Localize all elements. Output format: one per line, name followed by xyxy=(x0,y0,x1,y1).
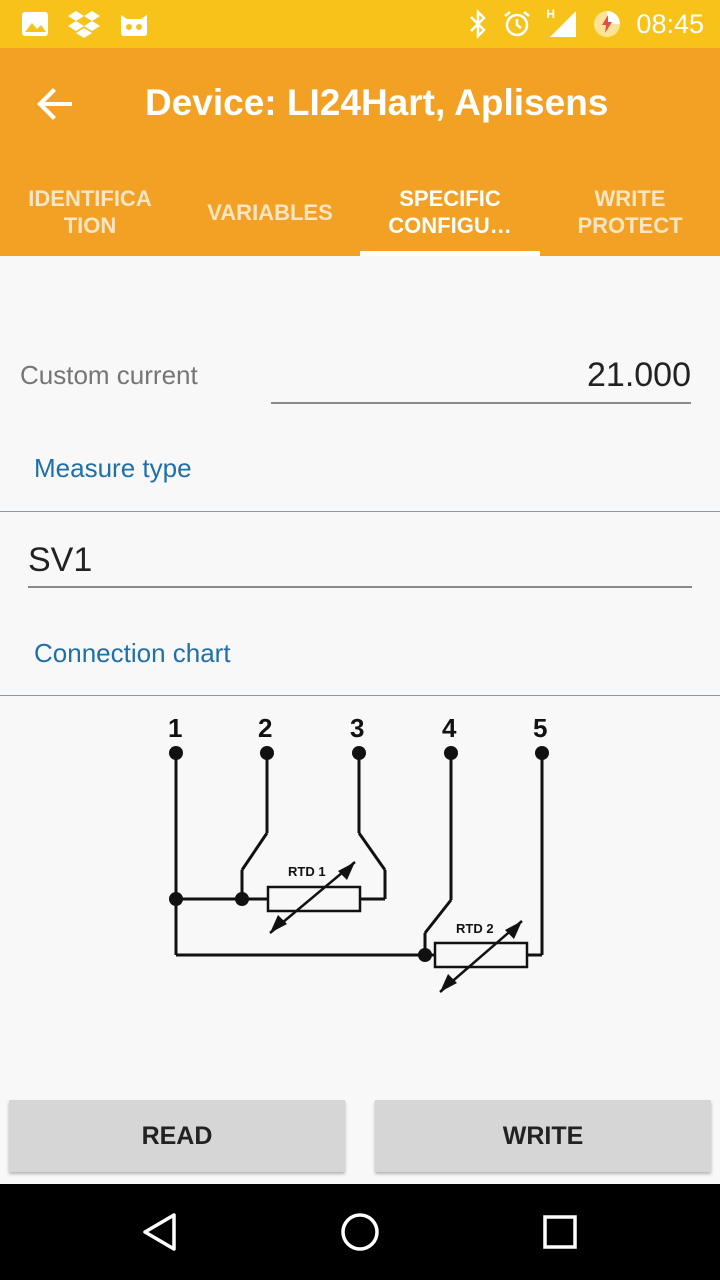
tab-write-protect[interactable]: WRITE PROTECT xyxy=(540,168,720,256)
back-arrow-icon[interactable] xyxy=(32,80,80,128)
cat-icon xyxy=(121,15,147,36)
divider xyxy=(0,695,720,696)
recents-square-icon[interactable] xyxy=(536,1208,584,1256)
tab-label: SPECIFIC CONFIGU… xyxy=(388,186,512,238)
signal-icon: H xyxy=(546,7,578,39)
home-circle-icon[interactable] xyxy=(336,1208,384,1256)
divider xyxy=(0,511,720,512)
status-bar: H 08:45 xyxy=(0,0,720,48)
terminal-label-3: 3 xyxy=(350,713,364,743)
connection-chart-header: Connection chart xyxy=(34,638,231,668)
dropbox-icon xyxy=(68,11,100,38)
page-title: Device: LI24Hart, Aplisens xyxy=(145,82,609,123)
connection-chart-diagram: 1 2 3 4 5 RTD 1 RTD 2 xyxy=(168,713,549,993)
tab-label: VARIABLES xyxy=(207,199,333,225)
alarm-icon xyxy=(504,11,531,37)
terminal-label-2: 2 xyxy=(258,713,272,743)
write-button[interactable]: WRITE xyxy=(375,1100,711,1172)
tab-bar: IDENTIFICA TION VARIABLES SPECIFIC CONFI… xyxy=(0,168,720,256)
navigation-bar xyxy=(0,1184,720,1280)
tab-specific-configuration[interactable]: SPECIFIC CONFIGU… xyxy=(360,168,540,256)
terminal-label-4: 4 xyxy=(442,713,457,743)
bluetooth-icon xyxy=(470,9,487,39)
back-triangle-icon[interactable] xyxy=(136,1208,184,1256)
measure-type-select[interactable]: SV1 xyxy=(28,538,692,588)
custom-current-label: Custom current xyxy=(20,360,198,390)
tab-label: IDENTIFICA TION xyxy=(28,186,152,238)
read-button[interactable]: READ xyxy=(9,1100,345,1172)
image-icon xyxy=(22,12,48,36)
tab-label: WRITE PROTECT xyxy=(577,186,683,238)
tab-variables[interactable]: VARIABLES xyxy=(180,168,360,256)
battery-charging-icon xyxy=(594,11,621,37)
clock: 08:45 xyxy=(636,8,704,39)
app-bar: Device: LI24Hart, Aplisens IDENTIFICA TI… xyxy=(0,48,720,256)
terminal-label-5: 5 xyxy=(533,713,547,743)
network-type: H xyxy=(546,7,556,21)
terminal-label-1: 1 xyxy=(168,713,182,743)
rtd1-label: RTD 1 xyxy=(288,864,326,879)
rtd2-label: RTD 2 xyxy=(456,921,494,936)
measure-type-header: Measure type xyxy=(34,453,192,483)
custom-current-input[interactable]: 21.000 xyxy=(271,352,691,404)
tab-identification[interactable]: IDENTIFICA TION xyxy=(0,168,180,256)
